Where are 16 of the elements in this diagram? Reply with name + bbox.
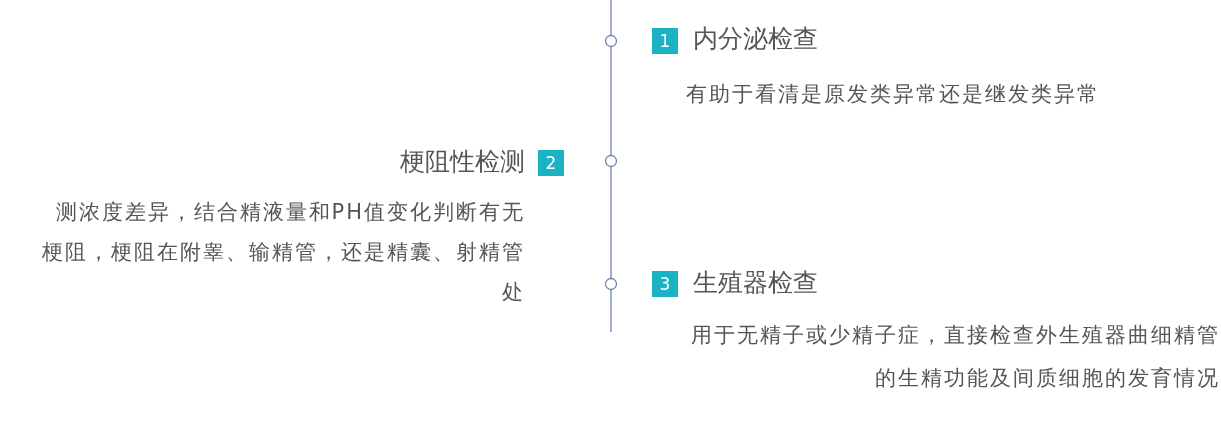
number-badge: 1	[652, 28, 678, 54]
timeline-dot	[604, 154, 618, 168]
step-description: 有助于看清是原发类异常还是继发类异常	[686, 81, 1101, 108]
step-description: 测浓度差异，结合精液量和PH值变化判断有无梗阻，梗阻在附睾、输精管，还是精囊、射精管处	[41, 199, 525, 306]
step-title: 生殖器检查	[693, 267, 818, 299]
timeline-dot	[604, 34, 618, 48]
timeline-line	[610, 288, 612, 333]
timeline-line	[610, 45, 612, 157]
timeline-line	[610, 0, 612, 37]
timeline-line	[610, 165, 612, 280]
timeline-dot	[604, 277, 618, 291]
step-title: 内分泌检查	[693, 23, 818, 55]
number-badge: 3	[652, 271, 678, 297]
step-description: 用于无精子或少精子症，直接检查外生殖器曲细精管的生精功能及间质细胞的发育情况	[690, 322, 1220, 392]
step-title: 梗阻性检测	[400, 146, 525, 178]
number-badge: 2	[538, 150, 564, 176]
